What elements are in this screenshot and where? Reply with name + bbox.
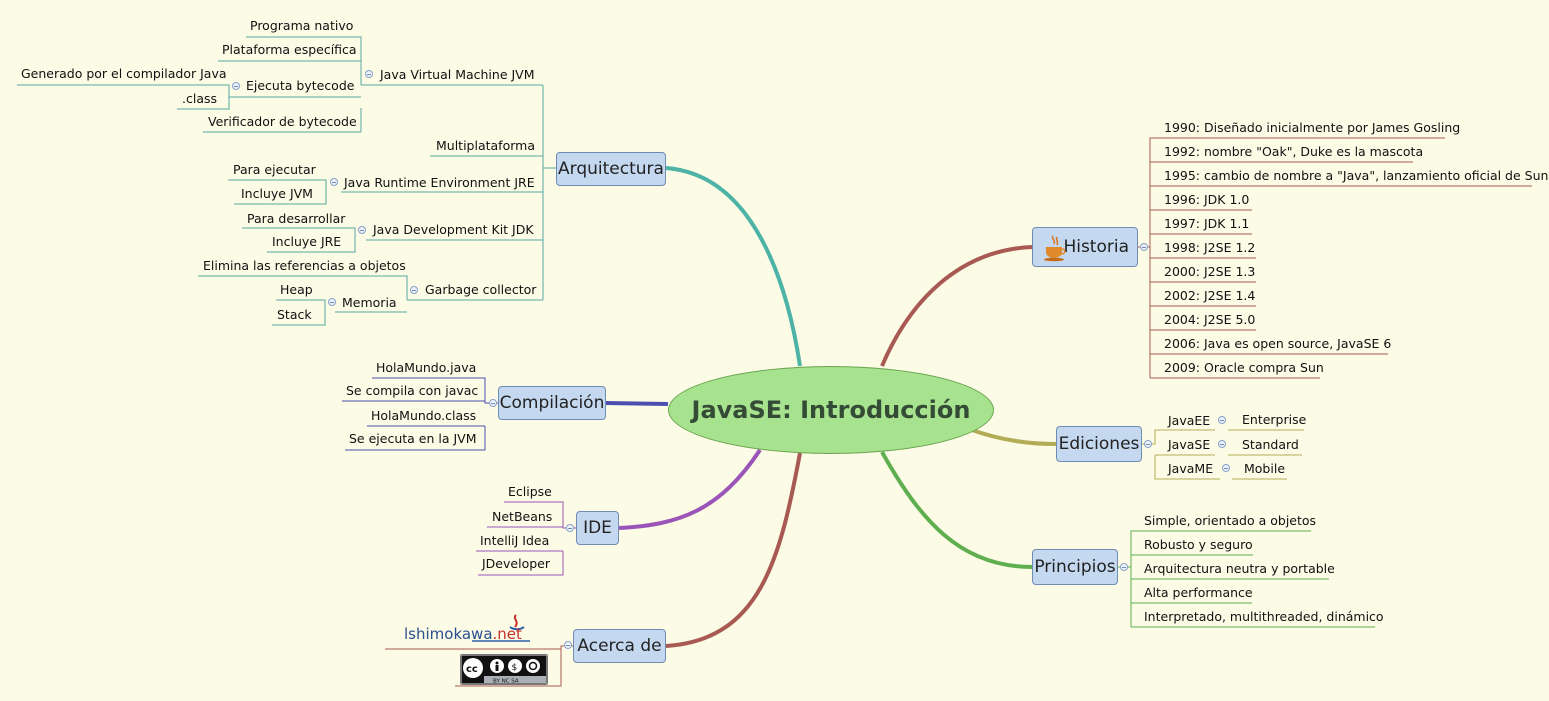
jvm-item[interactable]: Verificador de bytecode [208,114,357,129]
collapse-toggle[interactable] [1144,440,1152,448]
collapse-toggle[interactable] [365,70,373,78]
collapse-toggle[interactable] [410,286,418,294]
coffee-cup-icon [1043,234,1067,262]
collapse-toggle[interactable] [489,399,497,407]
topic-historia-label: Historia [1063,237,1129,257]
ide-item[interactable]: IntelliJ Idea [480,533,550,548]
collapse-toggle[interactable] [1120,563,1128,571]
memoria-node[interactable]: Memoria [342,295,397,310]
topic-acerca-de[interactable]: Acerca de [573,629,666,663]
memoria-child[interactable]: Heap [280,282,313,297]
topic-ide[interactable]: IDE [576,511,619,545]
compilacion-item[interactable]: Se ejecuta en la JVM [349,431,477,446]
principio-item[interactable]: Alta performance [1144,585,1253,600]
svg-text:lshimokawa.net: lshimokawa.net [404,625,522,643]
compilacion-item[interactable]: HolaMundo.java [376,360,477,375]
topic-compilacion[interactable]: Compilación [498,386,606,420]
ide-item[interactable]: JDeveloper [482,556,550,571]
bytecode-node[interactable]: Ejecuta bytecode [246,78,355,93]
ide-item[interactable]: NetBeans [492,509,553,524]
collapse-toggle[interactable] [1222,464,1230,472]
gc-node[interactable]: Garbage collector [425,282,537,297]
collapse-toggle[interactable] [328,298,336,306]
bytecode-child[interactable]: .class [182,91,218,106]
historia-item[interactable]: 2004: J2SE 5.0 [1164,312,1256,327]
multiplataforma-node[interactable]: Multiplataforma [436,138,535,153]
collapse-toggle[interactable] [232,82,240,90]
collapse-toggle[interactable] [1218,440,1226,448]
historia-item[interactable]: 1992: nombre "Oak", Duke es la mascota [1164,144,1424,159]
jdk-item[interactable]: Para desarrollar [247,211,346,226]
principio-item[interactable]: Interpretado, multithreaded, dinámico [1144,609,1384,624]
topic-historia[interactable]: Historia [1032,227,1138,267]
jvm-item[interactable]: Plataforma específica [222,42,357,57]
edicion-name[interactable]: JavaEE [1168,413,1211,428]
license-text: BY NC SA [493,679,519,685]
historia-item[interactable]: 1995: cambio de nombre a "Java", lanzami… [1164,168,1549,183]
svg-text:cc: cc [466,664,478,675]
jvm-node[interactable]: Java Virtual Machine JVM [380,67,535,82]
collapse-toggle[interactable] [330,178,338,186]
principio-item[interactable]: Simple, orientado a objetos [1144,513,1317,528]
historia-item[interactable]: 1990: Diseñado inicialmente por James Go… [1164,120,1461,135]
historia-item[interactable]: 1996: JDK 1.0 [1164,192,1250,207]
jre-item[interactable]: Para ejecutar [233,162,316,177]
edicion-name[interactable]: JavaME [1168,461,1214,476]
jre-node[interactable]: Java Runtime Environment JRE [344,175,535,190]
edicion-desc[interactable]: Standard [1242,437,1299,452]
edicion-desc[interactable]: Enterprise [1242,412,1307,427]
historia-item[interactable]: 1997: JDK 1.1 [1164,216,1250,231]
jdk-item[interactable]: Incluye JRE [272,234,342,249]
principio-item[interactable]: Arquitectura neutra y portable [1144,561,1335,576]
ide-item[interactable]: Eclipse [508,484,552,499]
jdk-node[interactable]: Java Development Kit JDK [373,222,534,237]
topic-ediciones[interactable]: Ediciones [1056,426,1142,462]
historia-item[interactable]: 1998: J2SE 1.2 [1164,240,1256,255]
svg-text:$: $ [512,663,518,673]
collapse-toggle[interactable] [1218,416,1226,424]
gc-item[interactable]: Elimina las referencias a objetos [203,258,406,273]
edicion-desc[interactable]: Mobile [1244,461,1286,476]
bytecode-child[interactable]: Generado por el compilador Java [21,66,227,81]
jvm-item[interactable]: Programa nativo [250,18,354,33]
edicion-name[interactable]: JavaSE [1168,437,1211,452]
historia-item[interactable]: 2006: Java es open source, JavaSE 6 [1164,336,1392,351]
historia-item[interactable]: 2009: Oracle compra Sun [1164,360,1324,375]
jre-item[interactable]: Incluye JVM [241,186,313,201]
collapse-toggle[interactable] [1140,243,1148,251]
topic-arquitectura[interactable]: Arquitectura [556,152,666,186]
historia-item[interactable]: 2000: J2SE 1.3 [1164,264,1256,279]
principio-item[interactable]: Robusto y seguro [1144,537,1253,552]
collapse-toggle[interactable] [358,226,366,234]
topic-principios[interactable]: Principios [1032,549,1118,585]
creative-commons-badge[interactable]: cc $ BY NC SA [460,654,548,685]
collapse-toggle[interactable] [564,641,572,649]
lshimokawa-logo[interactable]: lshimokawa.net [402,613,532,643]
memoria-child[interactable]: Stack [277,307,312,322]
historia-item[interactable]: 2002: J2SE 1.4 [1164,288,1256,303]
central-topic[interactable]: JavaSE: Introducción [668,366,994,454]
compilacion-item[interactable]: Se compila con javac [346,383,479,398]
compilacion-item[interactable]: HolaMundo.class [371,408,477,423]
collapse-toggle[interactable] [566,524,574,532]
